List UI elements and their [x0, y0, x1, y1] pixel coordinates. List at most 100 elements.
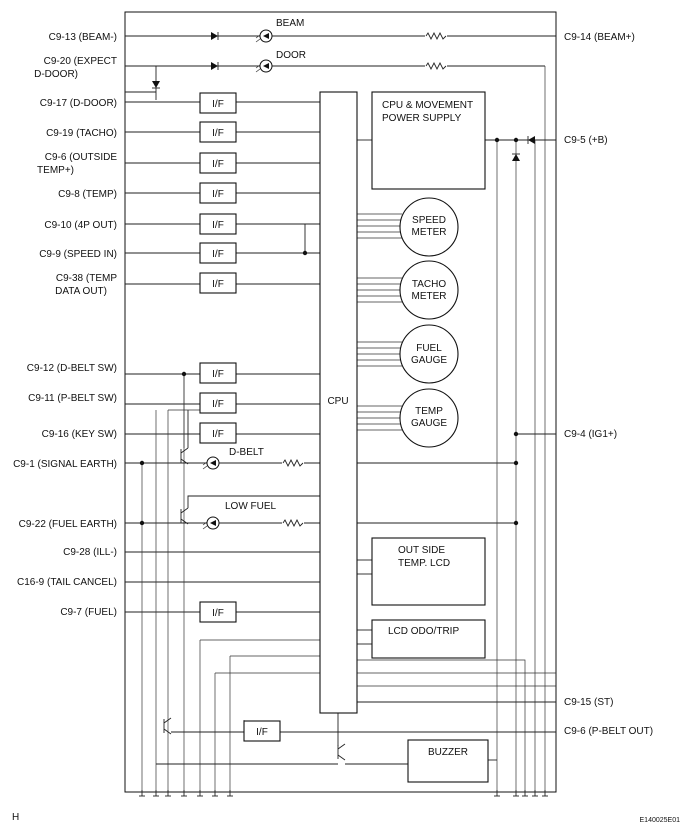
junction-dot [513, 137, 519, 143]
led-arrow [263, 63, 269, 69]
pin-label-fuel-earth: C9-22 (FUEL EARTH) [19, 519, 117, 530]
if-label: I/F [212, 159, 224, 170]
transistor [337, 754, 346, 761]
pin-label-key-sw: C9-16 (KEY SW) [42, 429, 117, 440]
tacho-meter: TACHO METER [399, 260, 459, 320]
pin-label-speed-in: C9-9 (SPEED IN) [39, 249, 117, 260]
outside-temp-lcd [371, 537, 486, 606]
pin-label-temp-data-out-line1: C9-38 (TEMP [56, 273, 117, 284]
pin-label-p-belt-out: C9-6 (P-BELT OUT) [564, 726, 653, 737]
svg-text:TACHO: TACHO [412, 279, 446, 290]
power-supply-label-line1: CPU & MOVEMENT [382, 100, 473, 111]
transistor [180, 447, 189, 454]
if-block [199, 422, 237, 444]
if-label: I/F [212, 249, 224, 260]
resistor [425, 31, 447, 41]
if-block [199, 92, 237, 114]
buzzer-block [407, 739, 489, 783]
led-ray [255, 64, 261, 69]
buzzer-label: BUZZER [428, 747, 468, 758]
if-label: I/F [212, 189, 224, 200]
cpu-block [319, 91, 358, 714]
pin-label-ig1-plus: C9-4 (IG1+) [564, 429, 617, 440]
if-block [199, 182, 237, 204]
if-block [199, 213, 237, 235]
junction-dot [513, 460, 519, 466]
pin-label-4p-out: C9-10 (4P OUT) [44, 220, 117, 231]
fuel-gauge: FUEL GAUGE [399, 324, 459, 384]
led-arrow [210, 520, 216, 526]
if-label: I/F [212, 608, 224, 619]
diode [528, 136, 535, 144]
svg-text:GAUGE: GAUGE [411, 355, 447, 366]
junction-dot [139, 460, 145, 466]
if-block [199, 152, 237, 174]
led-ray [255, 34, 261, 39]
led-ray [202, 465, 208, 470]
junction-dot [181, 371, 187, 377]
pin-label-plus-b: C9-5 (+B) [564, 135, 608, 146]
svg-text:FUEL: FUEL [416, 343, 442, 354]
pin-label-outside-temp-line2: TEMP+) [37, 165, 74, 176]
cpu-label: CPU [327, 396, 348, 407]
led-ray [255, 38, 261, 43]
corner-letter: H [12, 812, 19, 823]
wiring [125, 35, 556, 792]
pin-label-expect-d-door-line2: D-DOOR) [34, 69, 78, 80]
resistor [425, 61, 447, 71]
if-block [199, 362, 237, 384]
if-block [243, 720, 281, 742]
if-label: I/F [212, 399, 224, 410]
if-label: I/F [212, 279, 224, 290]
wire [357, 659, 526, 792]
pin-label-st: C9-15 (ST) [564, 697, 613, 708]
junction-dot [139, 520, 145, 526]
transistor [163, 728, 172, 735]
svg-text:TEMP: TEMP [415, 406, 443, 417]
power-supply-label-line2: POWER SUPPLY [382, 113, 462, 124]
junction-dot [513, 431, 519, 437]
low-fuel-indicator-label: LOW FUEL [225, 501, 277, 512]
temp-gauge: TEMP GAUGE [399, 388, 459, 448]
pin-label-tail-cancel: C16-9 (TAIL CANCEL) [17, 577, 117, 588]
outside-temp-lcd-line1: OUT SIDE [398, 545, 445, 556]
d-belt-indicator-label: D-BELT [229, 447, 264, 458]
speed-meter: SPEED METER [399, 197, 459, 257]
figure-code: E140025E01 [640, 817, 681, 824]
pin-label-expect-d-door-line1: C9-20 (EXPECT [44, 56, 117, 67]
pin-label-d-belt-sw: C9-12 (D-BELT SW) [27, 363, 117, 374]
svg-text:SPEED: SPEED [412, 215, 446, 226]
components: I/FI/FI/FI/FI/FI/FI/FI/FI/FI/FI/FI/F [139, 29, 548, 797]
transistor [180, 518, 189, 525]
pin-label-signal-earth: C9-1 (SIGNAL EARTH) [13, 459, 117, 470]
junction-dot [302, 250, 308, 256]
junction-dot [513, 520, 519, 526]
led-ray [202, 521, 208, 526]
if-label: I/F [212, 99, 224, 110]
pin-label-temp: C9-8 (TEMP) [58, 189, 117, 200]
if-label: I/F [212, 220, 224, 231]
pin-label-p-belt-sw: C9-11 (P-BELT SW) [28, 393, 117, 404]
odo-trip-lcd [371, 619, 486, 659]
svg-text:METER: METER [412, 227, 447, 238]
if-block [199, 392, 237, 414]
pin-label-ill-minus: C9-28 (ILL-) [63, 547, 117, 558]
meter-outline [124, 11, 557, 793]
svg-text:METER: METER [412, 291, 447, 302]
diode [211, 62, 218, 70]
pin-label-fuel: C9-7 (FUEL) [60, 607, 117, 618]
if-label: I/F [212, 128, 224, 139]
wire [187, 495, 320, 508]
if-block [199, 601, 237, 623]
transistor [180, 507, 189, 514]
if-block [199, 272, 237, 294]
diode [512, 154, 520, 161]
resistor [282, 518, 304, 528]
led-ray [202, 461, 208, 466]
led-arrow [210, 460, 216, 466]
power-supply-block [371, 91, 486, 190]
wire [236, 223, 306, 253]
outside-temp-lcd-line2: TEMP. LCD [398, 558, 450, 569]
if-label: I/F [212, 369, 224, 380]
svg-text:GAUGE: GAUGE [411, 418, 447, 429]
